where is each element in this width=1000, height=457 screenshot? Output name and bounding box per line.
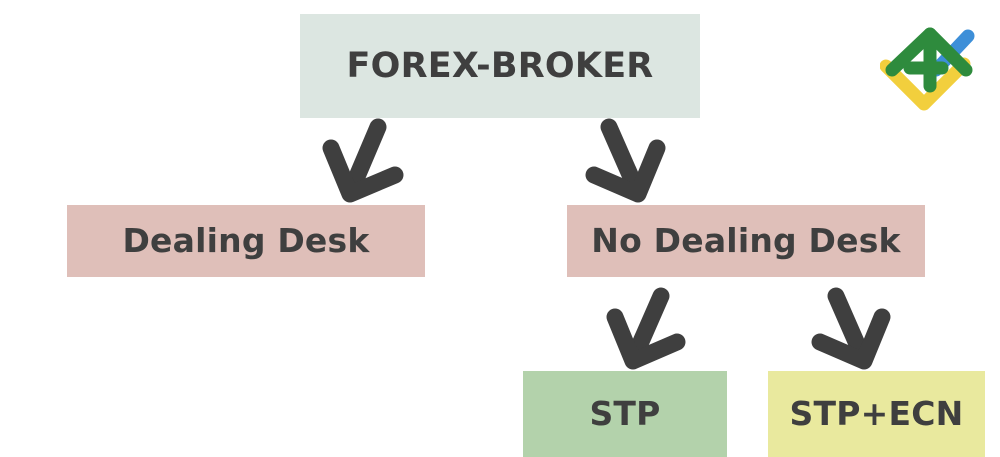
node-forex-broker: FOREX-BROKER [300, 14, 700, 118]
node-dealing-desk: Dealing Desk [67, 205, 425, 277]
node-stp-ecn-label: STP+ECN [789, 393, 964, 433]
node-stp: STP [523, 371, 727, 457]
node-no-dealing-desk-label: No Dealing Desk [591, 220, 901, 260]
arrow-root-to-no-dealing-desk [585, 118, 666, 203]
arrow-root-to-dealing-desk [322, 118, 404, 203]
node-dealing-desk-label: Dealing Desk [122, 220, 370, 260]
node-stp-label: STP [589, 393, 661, 433]
arrow-no-dealing-desk-to-stp [606, 287, 686, 370]
fx-logo-icon [880, 27, 975, 111]
node-forex-broker-label: FOREX-BROKER [346, 45, 654, 86]
node-stp-ecn: STP+ECN [768, 371, 985, 457]
arrow-no-dealing-desk-to-stp-ecn [811, 287, 891, 370]
node-no-dealing-desk: No Dealing Desk [567, 205, 925, 277]
